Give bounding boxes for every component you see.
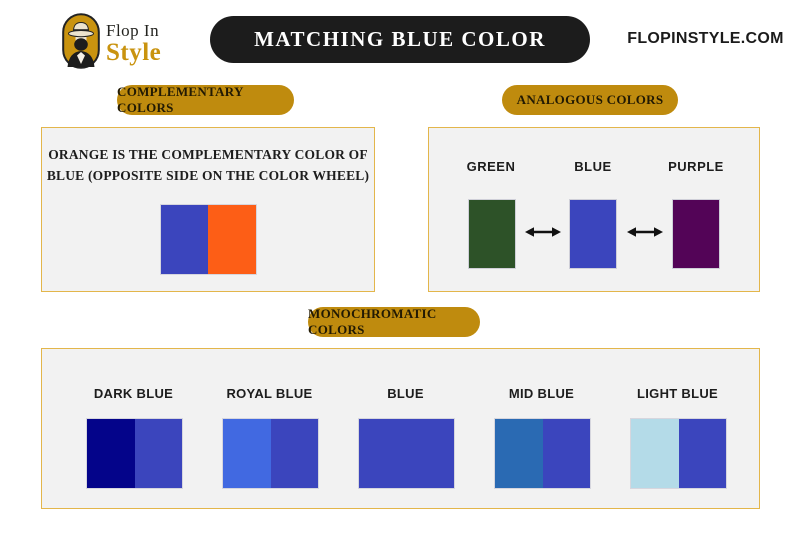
analogous-label-purple: PURPLE bbox=[668, 159, 724, 174]
complementary-description: ORANGE IS THE COMPLEMENTARY COLOR OF BLU… bbox=[42, 145, 374, 187]
swatch bbox=[87, 419, 135, 488]
brand-logo: Flop In Style bbox=[62, 13, 161, 74]
analogous-label-green: GREEN bbox=[466, 159, 516, 174]
swatch bbox=[270, 419, 318, 488]
mono-swatch-pair bbox=[86, 418, 183, 489]
mono-group-dark-blue: DARK BLUE bbox=[86, 386, 183, 489]
mono-group-blue: BLUE bbox=[358, 386, 455, 489]
swatch bbox=[359, 419, 407, 488]
mono-label: BLUE bbox=[387, 386, 424, 401]
page-title-banner: MATCHING BLUE COLOR bbox=[210, 16, 590, 63]
mono-swatch-pair bbox=[494, 418, 591, 489]
swatch-orange bbox=[208, 204, 256, 274]
swatch bbox=[631, 419, 679, 488]
mono-label: LIGHT BLUE bbox=[637, 386, 718, 401]
logo-text-line1: Flop In bbox=[106, 21, 160, 40]
mono-swatch-pair bbox=[222, 418, 319, 489]
analogous-section-label: ANALOGOUS COLORS bbox=[516, 92, 664, 107]
monochromatic-section-label: MONOCHROMATIC COLORS bbox=[308, 306, 437, 337]
analogous-section-header: ANALOGOUS COLORS bbox=[502, 85, 678, 115]
swatch bbox=[542, 419, 590, 488]
monochromatic-section-header: MONOCHROMATIC COLORS bbox=[308, 306, 480, 337]
double-arrow-icon bbox=[627, 225, 663, 239]
mono-swatch-pair bbox=[358, 418, 455, 489]
complementary-section-label: COMPLEMENTARY COLORS bbox=[117, 84, 244, 115]
logo-man-icon bbox=[62, 13, 100, 74]
mono-group-royal-blue: ROYAL BLUE bbox=[222, 386, 319, 489]
swatch-blue bbox=[160, 204, 208, 274]
mono-swatch-pair bbox=[630, 418, 727, 489]
swatch-purple bbox=[672, 199, 720, 269]
logo-text-line2: Style bbox=[106, 39, 162, 66]
double-arrow-icon bbox=[525, 225, 561, 239]
mono-label: DARK BLUE bbox=[93, 386, 174, 401]
page-title: MATCHING BLUE COLOR bbox=[254, 27, 546, 51]
complementary-swatch-pair bbox=[159, 203, 257, 275]
analogous-panel: GREEN BLUE PURPLE bbox=[428, 127, 760, 292]
complementary-description-line1: ORANGE IS THE COMPLEMENTARY COLOR OF bbox=[48, 147, 368, 162]
swatch bbox=[406, 419, 454, 488]
swatch bbox=[134, 419, 182, 488]
monochromatic-groups: DARK BLUE ROYAL BLUE BLUE MID BLUE bbox=[42, 349, 759, 489]
monochromatic-panel: DARK BLUE ROYAL BLUE BLUE MID BLUE bbox=[41, 348, 760, 509]
mono-label: MID BLUE bbox=[508, 386, 575, 401]
swatch-green bbox=[468, 199, 516, 269]
swatch bbox=[223, 419, 271, 488]
mono-label: ROYAL BLUE bbox=[226, 386, 313, 401]
mono-group-mid-blue: MID BLUE bbox=[494, 386, 591, 489]
complementary-panel: ORANGE IS THE COMPLEMENTARY COLOR OF BLU… bbox=[41, 127, 375, 292]
website-url: FLOPINSTYLE.COM bbox=[627, 30, 784, 47]
swatch bbox=[678, 419, 726, 488]
analogous-label-blue: BLUE bbox=[574, 159, 612, 174]
complementary-description-line2: BLUE (OPPOSITE SIDE ON THE COLOR WHEEL) bbox=[46, 167, 370, 183]
mono-group-light-blue: LIGHT BLUE bbox=[630, 386, 727, 489]
complementary-section-header: COMPLEMENTARY COLORS bbox=[117, 84, 294, 115]
swatch bbox=[495, 419, 543, 488]
swatch-analogous-blue bbox=[569, 199, 617, 269]
